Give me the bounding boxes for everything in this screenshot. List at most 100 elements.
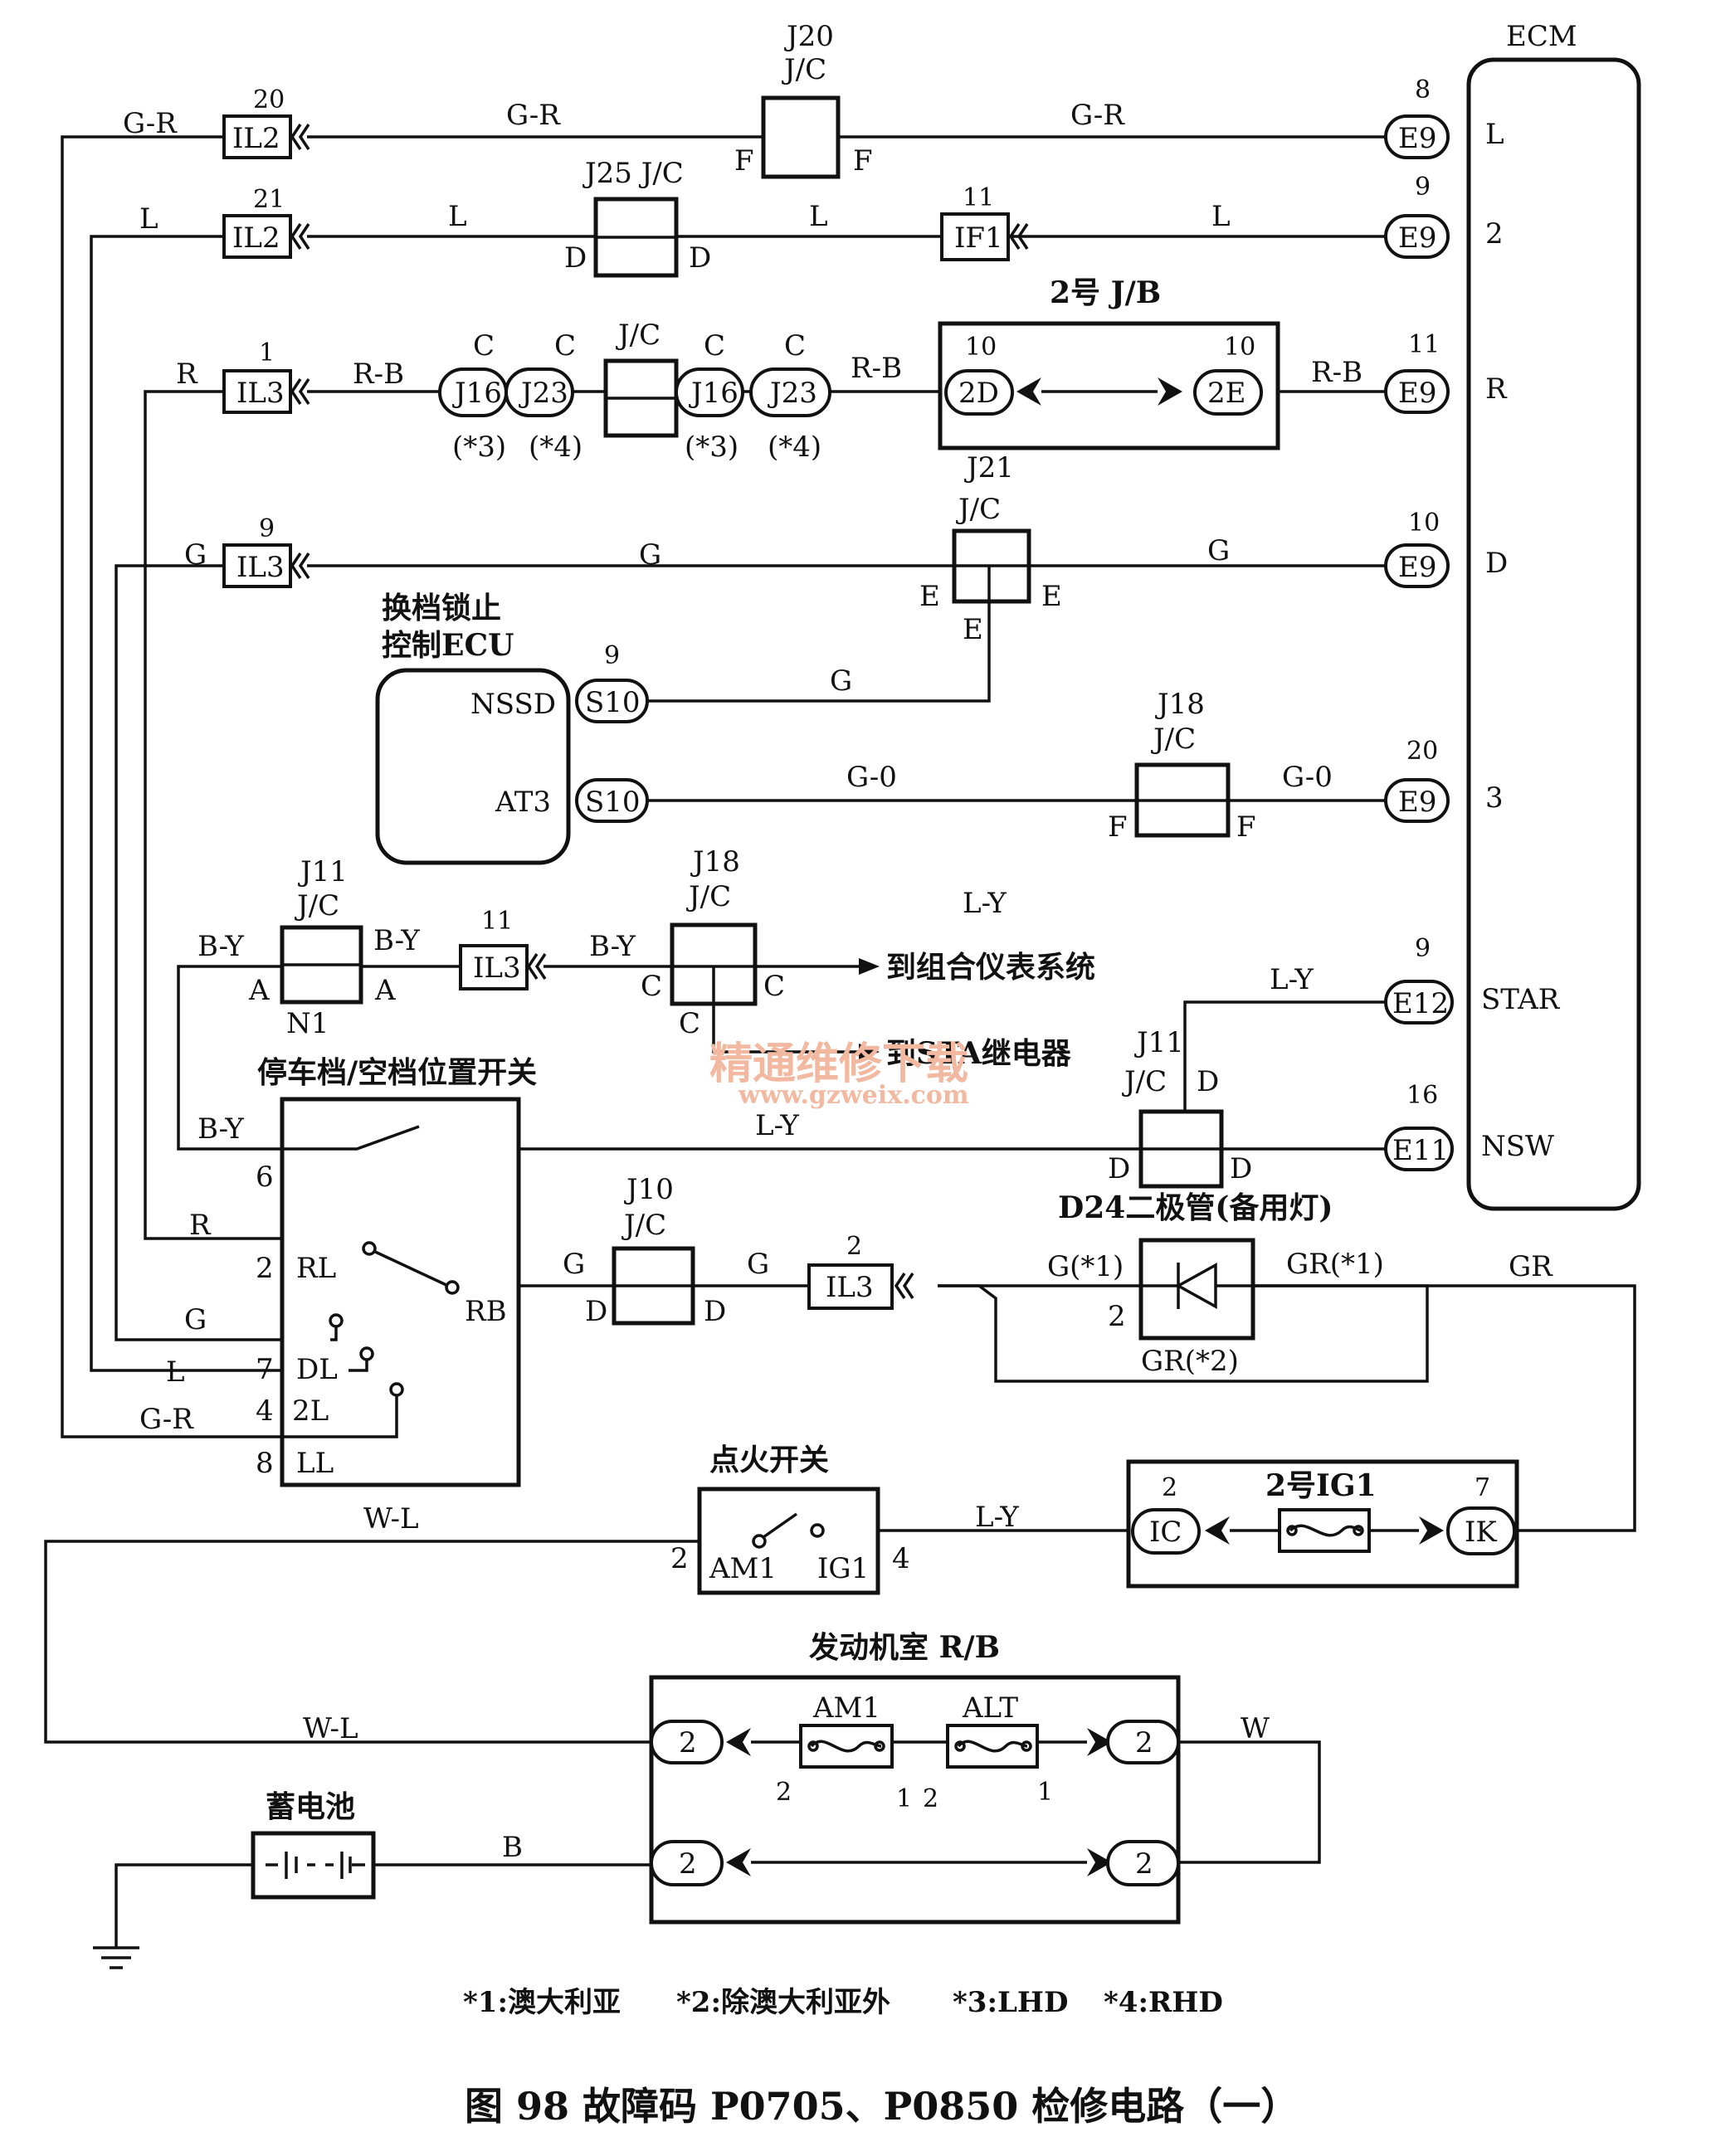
junction-name: J10	[624, 1173, 674, 1206]
variant-star4: (*4)	[768, 431, 821, 464]
pin-c: C	[554, 329, 576, 363]
pn-pin-rl: RL	[296, 1252, 336, 1285]
pin-num: 2	[670, 1542, 689, 1575]
pin-d: D	[1108, 1152, 1130, 1185]
conn-s10-b: S10	[585, 786, 641, 819]
ecm: ECM L 2 R D 3 STAR NSW E9 8 E9 9 E9 11 E…	[1384, 20, 1641, 1211]
note-4: *4:RHD	[1104, 1986, 1223, 2019]
pin-num: 10	[965, 333, 997, 362]
ecm-title: ECM	[1506, 20, 1577, 53]
conn-j23: J23	[519, 377, 568, 410]
wire-label: G	[563, 1248, 585, 1281]
fuse-alt: ALT	[962, 1691, 1018, 1725]
ign-pin-am1: AM1	[709, 1552, 777, 1585]
wire-label: G-R	[1070, 99, 1125, 132]
conn-s10-a: S10	[585, 686, 641, 719]
wire-label: W	[1241, 1712, 1270, 1745]
wire-label: R-B	[353, 358, 404, 391]
ecm-pin-l: L	[1485, 118, 1504, 151]
conn-il2-b: IL2	[232, 221, 280, 255]
junction-j11-n1: J11 J/C B-Y B-Y A A N1	[197, 855, 420, 1040]
pin-num: 20	[253, 85, 285, 114]
ecm-pin-d: D	[1485, 547, 1508, 580]
wire-label: B-Y	[197, 930, 244, 963]
footnotes: *1:澳大利亚 *2:除澳大利亚外 *3:LHD *4:RHD	[463, 1986, 1223, 2019]
pin-d: D	[704, 1295, 726, 1328]
ecm-conn-e9-c: E9	[1398, 377, 1436, 410]
wire-label: B	[502, 1831, 523, 1864]
pin-num: 4	[256, 1394, 274, 1428]
pin-f: F	[853, 144, 873, 178]
pin-num: 2	[679, 1726, 697, 1759]
ecm-pin-star: STAR	[1481, 983, 1561, 1016]
conn-2e: 2E	[1207, 377, 1245, 410]
wire-label: L-Y	[755, 1109, 799, 1142]
conn-il3-d: IL3	[826, 1271, 874, 1304]
conn-il2-a: IL2	[232, 122, 280, 155]
wire-label: G	[184, 1303, 207, 1336]
pin-num: 8	[256, 1447, 274, 1480]
pin-num: 4	[892, 1542, 910, 1575]
wire-label: B-Y	[197, 1112, 244, 1146]
wire-label: L	[1211, 200, 1231, 233]
pin-num: 9	[1415, 173, 1431, 202]
pin-c: C	[763, 970, 785, 1003]
pin-e: E	[963, 613, 983, 646]
wire-label: L-Y	[975, 1501, 1019, 1534]
ecm-conn-e9-b: E9	[1398, 221, 1436, 255]
junction-j18-upper: J18 J/C F F	[1108, 688, 1256, 844]
ecm-pin-r: R	[1485, 372, 1508, 406]
wire-label: L	[448, 200, 467, 233]
junction-type: J/C	[616, 319, 661, 352]
pn-pin-ll: LL	[296, 1447, 334, 1480]
pin-e: E	[1041, 580, 1062, 613]
figure-caption: 图 98 故障码 P0705、P0850 检修电路（一）	[465, 2084, 1299, 2129]
wire-label: G-0	[1282, 761, 1333, 794]
wire-label: B-Y	[373, 924, 420, 957]
conn-ic: IC	[1149, 1516, 1182, 1549]
pin-num: 7	[256, 1353, 274, 1386]
wire-label: G	[1207, 534, 1230, 567]
wire-label: L-Y	[963, 887, 1007, 920]
wire-label: L	[139, 202, 158, 236]
pin-c: C	[784, 329, 806, 363]
engine-room-rb: 发动机室 R/B W-L W 2 AM1 ALT 2 1 2 1 2 2 2	[303, 1630, 1270, 1925]
junction-j20: J20 J/C F F	[734, 20, 873, 179]
conn-il3-a: IL3	[236, 377, 285, 410]
pin-num: 9	[259, 514, 275, 543]
pin-num: 2	[1108, 1300, 1126, 1333]
pin-num: 16	[1406, 1081, 1438, 1110]
watermark-line2: www.gzweix.com	[738, 1081, 969, 1110]
junction-type: J/C	[686, 880, 731, 913]
conn-j23: J23	[768, 377, 817, 410]
wire-label: G	[830, 664, 852, 698]
junction-j16-j23: C C C C J/C J16 J23 J16 J23 (*3) (*4) (*…	[438, 319, 831, 464]
variant-star4: (*4)	[529, 431, 583, 464]
pin-c: C	[641, 970, 662, 1003]
variant-star3: (*3)	[452, 431, 506, 464]
junction-j10: J10 J/C G G D D	[563, 1173, 769, 1328]
battery-title: 蓄电池	[266, 1789, 355, 1824]
jb2-title: 2号 J/B	[1050, 275, 1161, 310]
rb-title: 发动机室 R/B	[809, 1630, 1000, 1665]
pn-pin-dl: DL	[296, 1353, 338, 1386]
ig1-relay-block: 2号IG1 2 7 IC IK	[1126, 1459, 1519, 1589]
pn-pin-2l: 2L	[292, 1394, 329, 1428]
left-connectors: IL2 20 IL2 21 IL3 1 IL3 9	[222, 85, 310, 588]
ignition-switch: 点火开关 AM1 IG1 2 4 L-Y W-L	[363, 1443, 1019, 1595]
wires	[44, 135, 1636, 1969]
pin-num: 1	[1037, 1778, 1053, 1807]
diode-g1: G(*1)	[1047, 1250, 1124, 1283]
pin-d: D	[1197, 1065, 1219, 1098]
pin-d: D	[585, 1295, 607, 1328]
ign-title: 点火开关	[709, 1443, 829, 1477]
junction-name: J18	[690, 845, 740, 878]
arrow-to-meter: 到组合仪表系统	[886, 950, 1095, 985]
junction-name: J18	[1155, 688, 1205, 721]
ecm-pin-nsw: NSW	[1481, 1130, 1554, 1163]
shift-lock-ecu: 换档锁止 控制ECU NSSD AT3 S10 9 S10 G G-0 G-0	[375, 591, 1333, 865]
connector-il3-11: IL3 11 B-Y	[459, 907, 636, 990]
pin-num: 11	[1408, 330, 1440, 359]
wire-label: GR	[1509, 1250, 1553, 1283]
